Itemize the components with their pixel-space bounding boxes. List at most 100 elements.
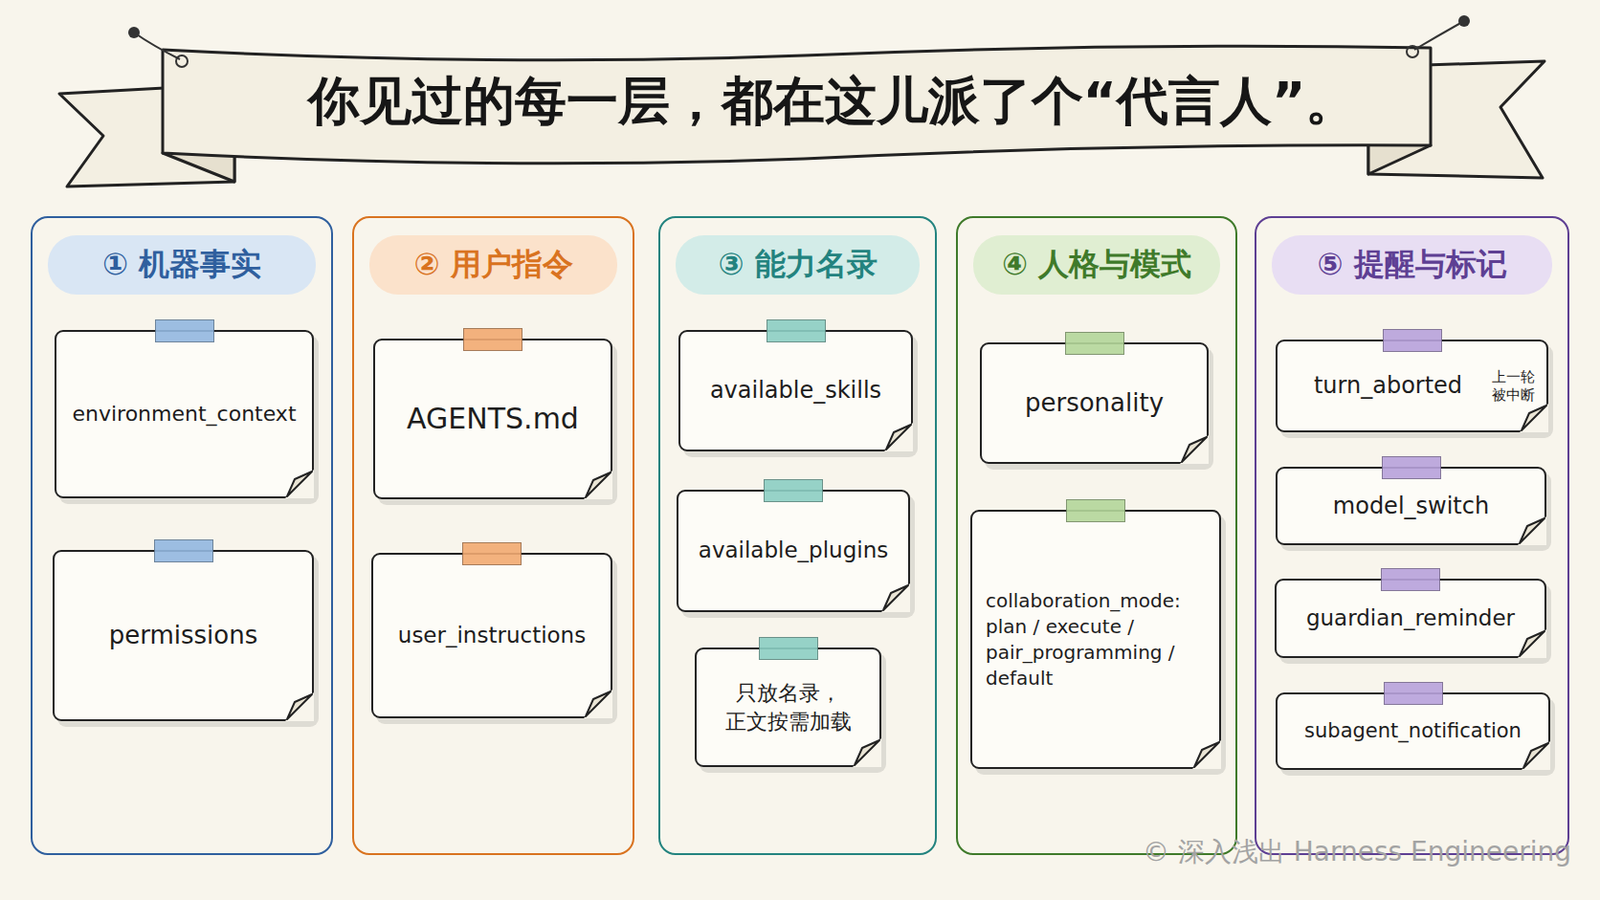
note-text: environment_context	[71, 400, 296, 429]
corner-gap	[1517, 516, 1547, 546]
sticky-note: personality	[979, 342, 1209, 465]
corner-flap	[1523, 743, 1549, 769]
column-header: ⑤ 提醒与标记	[1271, 235, 1553, 295]
tape	[766, 319, 826, 343]
corner-gap	[285, 469, 314, 499]
folded-corner	[1517, 516, 1547, 546]
category-column: ② 用户指令 AGENTS.md user_instructions	[352, 216, 635, 856]
category-column: ⑤ 提醒与标记 turn_aborted 上一轮 被中断 model_switchgu…	[1254, 216, 1570, 856]
tape	[1380, 568, 1441, 592]
note-text: model_switch	[1333, 490, 1489, 522]
corner-gap	[285, 692, 314, 722]
watermark: © 深入浅出 Harness Engineering	[1142, 834, 1572, 871]
corner-gap	[852, 738, 882, 768]
sticky-note: permissions	[52, 550, 314, 722]
sticky-note: subagent_notification	[1275, 692, 1551, 771]
corner-gap	[1517, 629, 1547, 659]
category-column: ④ 人格与模式 personality collaboration_mode: pl…	[955, 216, 1238, 856]
note-text: collaboration_mode: plan / execute / pai…	[985, 588, 1206, 692]
corner-flap	[886, 424, 912, 450]
pin-string	[133, 32, 180, 60]
category-column: ③ 能力名录 available_skills available_plugins 只…	[658, 216, 937, 856]
corner-flap	[1521, 405, 1547, 431]
folded-corner	[1519, 403, 1549, 433]
pin-hole	[1406, 45, 1419, 58]
note-text: available_plugins	[698, 535, 889, 566]
note-text: personality	[1024, 386, 1164, 421]
tape	[154, 539, 214, 563]
column-header: ④ 人格与模式	[973, 235, 1221, 295]
sticky-note: user_instructions	[371, 553, 613, 719]
corner-flap	[883, 585, 909, 611]
corner-flap	[854, 740, 880, 766]
tape	[462, 542, 522, 566]
tape	[758, 637, 819, 661]
corner-gap	[884, 422, 913, 452]
corner-flap	[287, 471, 312, 497]
pin	[1458, 15, 1470, 27]
sticky-note: environment_context	[54, 330, 314, 499]
folded-corner	[881, 583, 911, 613]
tape	[1383, 682, 1444, 706]
corner-gap	[583, 470, 613, 500]
category-column: ① 机器事实 environment_context permissions	[30, 216, 334, 856]
pin-hole	[176, 55, 188, 67]
folded-corner	[583, 689, 613, 719]
column-title: ③ 能力名录	[717, 244, 877, 287]
pin	[128, 26, 140, 39]
folded-corner	[852, 738, 882, 768]
folded-corner	[1517, 629, 1547, 659]
tape	[1066, 499, 1126, 523]
folded-corner	[583, 470, 613, 500]
sticky-note: 只放名录， 正文按需加载	[694, 647, 882, 768]
sticky-note: available_skills	[678, 330, 913, 452]
side-note: 上一轮 被中断	[1488, 367, 1537, 405]
tape	[763, 479, 823, 503]
banner-title: 你见过的每一层，都在这儿派了个“代言人”。	[210, 63, 1455, 140]
corner-gap	[1192, 740, 1222, 770]
note-text: user_instructions	[398, 621, 586, 651]
folded-corner	[285, 692, 314, 722]
column-title: ① 机器事实	[102, 244, 262, 287]
note-text: 只放名录， 正文按需加载	[710, 679, 867, 736]
folded-corner	[1521, 741, 1551, 771]
note-text: available_skills	[710, 375, 882, 406]
corner-flap	[287, 694, 312, 720]
folded-corner	[285, 469, 314, 499]
note-text: turn_aborted	[1313, 370, 1463, 401]
note-text: subagent_notification	[1304, 717, 1522, 745]
corner-flap	[1194, 742, 1220, 768]
column-header: ① 机器事实	[47, 235, 316, 295]
corner-flap	[1519, 518, 1545, 544]
column-title: ② 用户指令	[413, 244, 573, 287]
note-text: permissions	[109, 619, 259, 653]
sticky-note: available_plugins	[676, 489, 911, 613]
tape	[463, 328, 523, 352]
note-text: AGENTS.md	[406, 400, 579, 440]
folded-corner	[1192, 740, 1222, 770]
corner-gap	[1519, 403, 1549, 433]
corner-gap	[1521, 741, 1551, 771]
column-title: ④ 人格与模式	[1001, 244, 1192, 287]
column-header: ③ 能力名录	[675, 235, 920, 295]
corner-gap	[881, 583, 911, 613]
folded-corner	[1179, 435, 1209, 465]
corner-gap	[583, 689, 613, 719]
tape	[1065, 332, 1125, 356]
corner-flap	[1519, 631, 1545, 657]
pin-string	[1414, 21, 1465, 50]
sticky-note: AGENTS.md	[373, 338, 613, 500]
sticky-note: turn_aborted 上一轮 被中断	[1275, 339, 1549, 433]
corner-flap	[585, 691, 611, 717]
note-text: guardian_reminder	[1306, 603, 1515, 634]
sticky-note: model_switch	[1275, 466, 1547, 546]
sticky-note: guardian_reminder	[1274, 578, 1547, 659]
corner-gap	[1179, 435, 1209, 465]
tape	[1382, 329, 1443, 353]
tape	[155, 319, 215, 343]
column-title: ⑤ 提醒与标记	[1316, 244, 1507, 287]
sticky-note: collaboration_mode: plan / execute / pai…	[970, 510, 1222, 770]
corner-flap	[1181, 437, 1207, 463]
tape	[1381, 456, 1442, 480]
